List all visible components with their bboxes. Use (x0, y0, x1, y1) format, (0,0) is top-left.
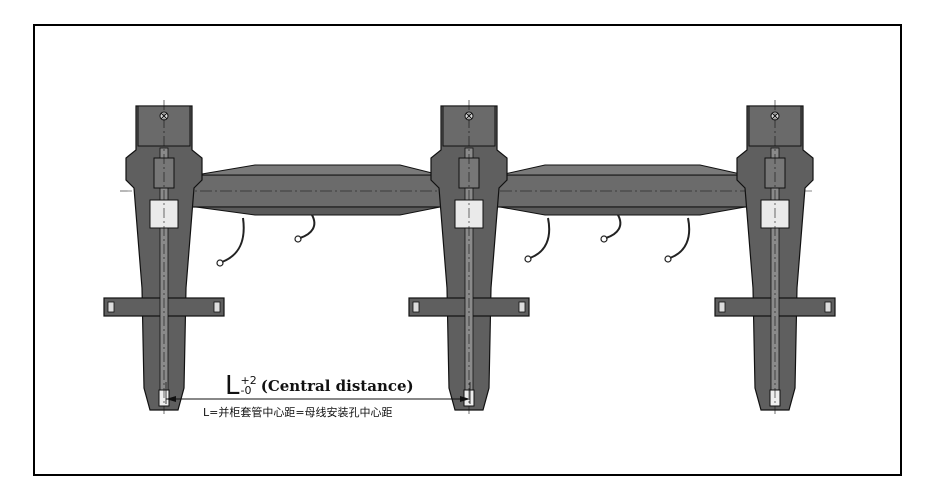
dimension-label: L+2-0(Central distance) (225, 371, 414, 401)
bushing-drawing (103, 99, 225, 415)
central-distance-label: (Central distance) (260, 377, 414, 395)
tolerance-lower: -0 (240, 384, 252, 397)
tolerance-upper: +2 (240, 374, 257, 387)
bushing-drawing (408, 99, 530, 415)
bushing-drawing (714, 99, 836, 415)
dimension-symbol: L (225, 371, 240, 401)
formula-text: L=并柜套管中心距=母线安装孔中心距 (203, 406, 393, 419)
tolerance: +2-0 (240, 374, 257, 397)
dimension-arrow (165, 382, 471, 404)
